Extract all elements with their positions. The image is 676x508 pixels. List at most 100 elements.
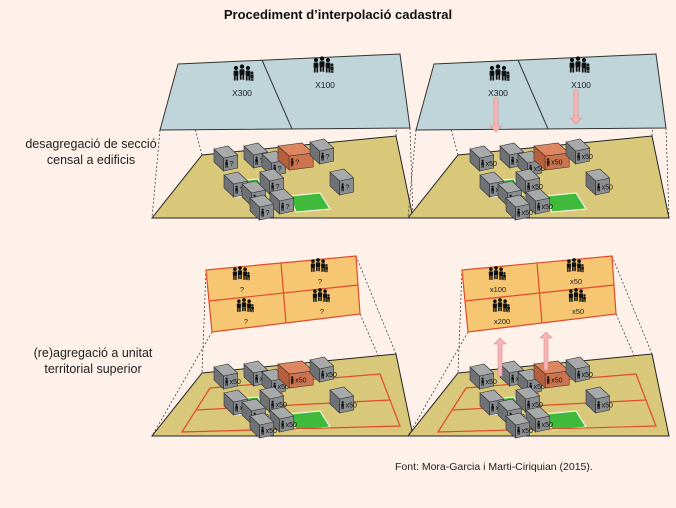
person-icon bbox=[511, 156, 514, 165]
person-icon bbox=[573, 288, 579, 302]
up-arrow bbox=[493, 337, 507, 377]
person-icon bbox=[241, 298, 247, 312]
census-section-plane bbox=[159, 53, 411, 131]
person-icon bbox=[527, 400, 530, 409]
person-icon bbox=[255, 156, 258, 165]
person-icon bbox=[569, 57, 575, 73]
person-icon bbox=[235, 403, 238, 412]
building: x50 bbox=[249, 412, 277, 439]
person-icon bbox=[575, 56, 581, 72]
family-icon bbox=[489, 64, 510, 81]
projection-line bbox=[407, 331, 469, 437]
building-label: x50 bbox=[522, 210, 533, 217]
person-icon bbox=[323, 289, 328, 302]
person-icon bbox=[313, 57, 319, 73]
projection-line bbox=[457, 269, 463, 374]
building-label: x50 bbox=[276, 402, 287, 409]
building-label: x50 bbox=[582, 372, 593, 379]
person-icon bbox=[225, 377, 228, 386]
down-arrow bbox=[569, 89, 583, 125]
building-label: ? bbox=[286, 204, 290, 211]
building: x50 bbox=[469, 145, 497, 172]
unit-boundary bbox=[536, 262, 543, 324]
person-icon bbox=[546, 158, 550, 167]
person-icon bbox=[497, 298, 503, 312]
person-icon bbox=[492, 299, 497, 312]
building-label: ? bbox=[230, 161, 234, 168]
building-label: x50 bbox=[582, 154, 593, 161]
person-icon bbox=[327, 294, 330, 303]
census-section-boundary bbox=[261, 59, 293, 130]
person-icon bbox=[233, 65, 239, 81]
person-icon bbox=[503, 272, 506, 281]
projection-line bbox=[611, 255, 653, 355]
building-label: ? bbox=[326, 154, 330, 161]
building: x50 bbox=[533, 142, 570, 171]
person-icon bbox=[261, 426, 264, 435]
building-label: x50 bbox=[486, 161, 497, 168]
person-icon bbox=[236, 299, 241, 312]
building-label: ? bbox=[240, 187, 244, 194]
person-icon bbox=[250, 71, 254, 81]
building: x50 bbox=[259, 386, 287, 413]
family-icon bbox=[310, 258, 328, 273]
projection-line bbox=[407, 129, 417, 219]
diagram-title: Procediment d’interpolació cadastral bbox=[223, 7, 453, 22]
person-icon bbox=[261, 208, 264, 217]
unit-value: ? bbox=[318, 277, 322, 286]
person-icon bbox=[281, 202, 284, 211]
person-icon bbox=[499, 267, 504, 280]
census-value: X100 bbox=[571, 80, 591, 90]
unit-boundary bbox=[280, 262, 287, 324]
person-icon bbox=[225, 159, 228, 168]
green-area bbox=[289, 410, 331, 431]
building: ? bbox=[277, 142, 314, 171]
person-icon bbox=[517, 426, 520, 435]
person-icon bbox=[341, 183, 344, 192]
person-icon bbox=[281, 420, 284, 429]
unit-value: ? bbox=[244, 317, 248, 326]
family-icon bbox=[236, 298, 254, 313]
building-label: x50 bbox=[295, 378, 306, 385]
building-label: x50 bbox=[486, 379, 497, 386]
projection-line bbox=[665, 127, 670, 219]
census-value: X300 bbox=[232, 88, 252, 98]
building-label: ? bbox=[278, 166, 282, 173]
family-icon bbox=[233, 64, 254, 81]
building: x50 bbox=[525, 406, 553, 433]
person-icon bbox=[527, 182, 530, 191]
building-label: x50 bbox=[551, 160, 562, 167]
person-icon bbox=[491, 185, 494, 194]
building: x50 bbox=[309, 356, 337, 383]
person-icon bbox=[546, 376, 550, 385]
building: x50 bbox=[277, 360, 314, 389]
person-icon bbox=[312, 289, 317, 302]
family-icon bbox=[488, 266, 506, 281]
family-icon bbox=[492, 298, 510, 313]
person-icon bbox=[597, 401, 600, 410]
person-icon bbox=[255, 374, 258, 383]
building: ? bbox=[213, 145, 239, 172]
building: x50 bbox=[565, 138, 593, 165]
person-icon bbox=[247, 299, 252, 312]
person-icon bbox=[271, 182, 274, 191]
person-icon bbox=[579, 289, 584, 302]
person-icon bbox=[566, 259, 571, 272]
person-icon bbox=[325, 264, 328, 273]
person-icon bbox=[581, 264, 584, 273]
unit-value: x200 bbox=[494, 317, 510, 326]
green-area bbox=[545, 410, 587, 431]
projection-line bbox=[151, 331, 213, 437]
projection-line bbox=[151, 129, 161, 219]
person-icon bbox=[321, 370, 324, 379]
building-label: x50 bbox=[534, 166, 545, 173]
person-icon bbox=[232, 267, 237, 280]
person-icon bbox=[537, 420, 540, 429]
building-label: x50 bbox=[266, 428, 277, 435]
building-label: ? bbox=[266, 210, 270, 217]
building-label: x50 bbox=[278, 384, 289, 391]
building-label: x50 bbox=[286, 422, 297, 429]
person-icon bbox=[321, 152, 324, 161]
